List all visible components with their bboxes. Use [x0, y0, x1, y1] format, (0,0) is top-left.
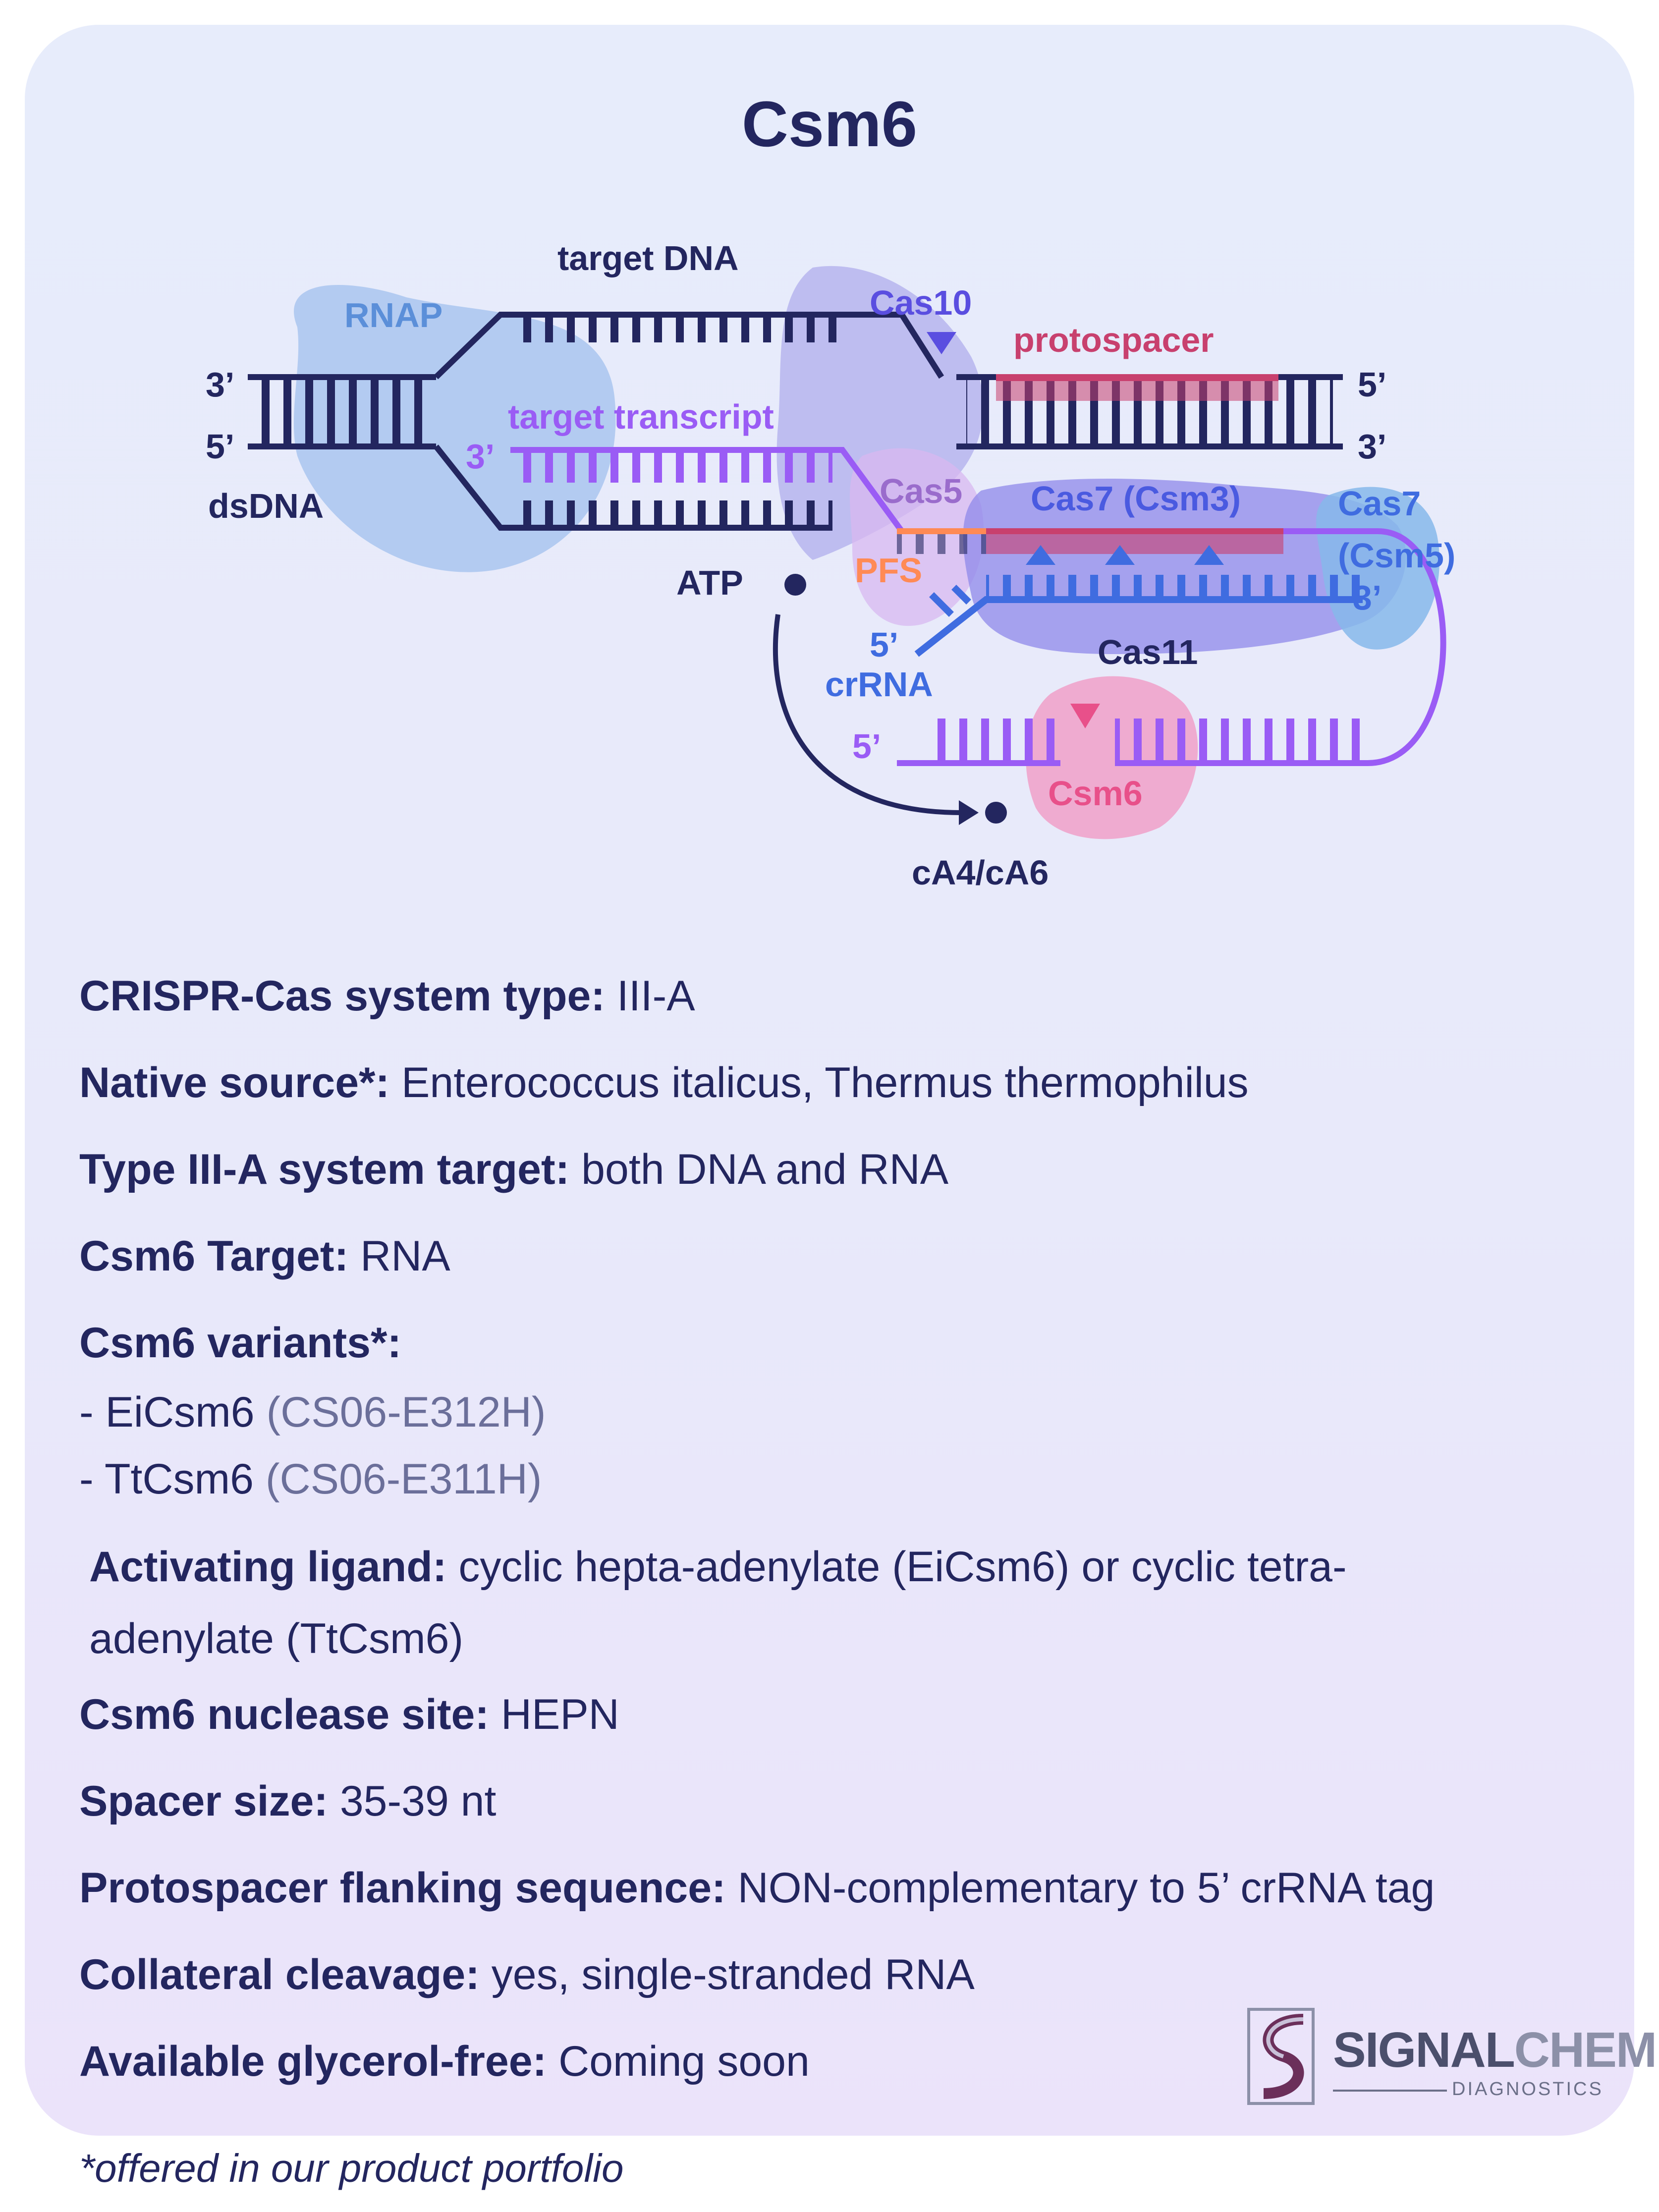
rnap-label: RNAP [344, 296, 442, 334]
ca-dot [985, 802, 1007, 824]
csm6-blob [1026, 676, 1198, 839]
right-3prime-label: 3’ [1358, 427, 1386, 466]
csm6-label: Csm6 [1048, 774, 1143, 813]
right-5prime-label: 5’ [1358, 365, 1386, 404]
property-glycerol-free: Available glycerol-free: Coming soon [79, 2038, 810, 2085]
logo-subtitle: DIAGNOSTICS [1452, 2079, 1604, 2100]
property-system-target: Type III-A system target: both DNA and R… [79, 1146, 949, 1193]
page-title: Csm6 [741, 88, 918, 160]
left-3prime-label: 3’ [206, 365, 234, 404]
crrna-label: crRNA [825, 665, 933, 704]
property-native-source: Native source*: Enterococcus italicus, T… [79, 1059, 1249, 1106]
property-spacer-size: Spacer size: 35-39 nt [79, 1777, 497, 1825]
rnap-blob [293, 285, 616, 572]
cas7-label: Cas7 [1338, 484, 1421, 523]
left-5prime-label: 5’ [206, 427, 234, 466]
dsdna-label: dsDNA [208, 487, 324, 525]
protospacer-label: protospacer [1013, 321, 1214, 359]
variant-item: - TtCsm6 (CS06-E311H) [79, 1455, 542, 1503]
crrna-3prime-label: 3’ [1353, 578, 1382, 617]
logo-word-1: SIGNAL [1333, 2022, 1515, 2078]
csm5-label: (Csm5) [1338, 536, 1455, 575]
ca4-ca6-label: cA4/cA6 [912, 853, 1049, 892]
footnote: *offered in our product portfolio [79, 2146, 624, 2190]
logo-word-2: CHEM [1514, 2022, 1657, 2078]
cas5-label: Cas5 [880, 472, 962, 510]
property-nuclease-site: Csm6 nuclease site: HEPN [79, 1691, 619, 1738]
property-activating-ligand: Activating ligand: cyclic hepta-adenylat… [89, 1543, 1347, 1662]
transcript-3prime-label: 3’ [466, 437, 495, 476]
cas10-label: Cas10 [870, 283, 972, 322]
csm6-cleavage-triangle [1070, 704, 1100, 728]
property-pfs: Protospacer flanking sequence: NON-compl… [79, 1864, 1435, 1912]
atp-to-ca-arrow [773, 614, 962, 815]
cas7-csm5-blob [1316, 487, 1440, 650]
crrna-5prime-label: 5’ [870, 625, 898, 664]
cas10-cleavage-triangle [927, 332, 956, 354]
property-csm6-variants: Csm6 variants*: [79, 1319, 402, 1367]
atp-label: ATP [676, 563, 743, 602]
cas7-cleavage-triangle-1 [1026, 545, 1055, 565]
cas7-cleavage-triangle-3 [1194, 545, 1224, 565]
cas7-backbone-blob [963, 479, 1406, 654]
csm6-mechanism-diagram: RNAP target DNA Cas10 protospacer 3’ 5’ … [206, 239, 1455, 892]
target-dna-label: target DNA [557, 239, 739, 277]
atp-dot [784, 574, 806, 596]
rna-5prime-label: 5’ [852, 727, 881, 766]
property-csm6-target: Csm6 Target: RNA [79, 1232, 450, 1280]
signalchem-logo-mark-icon [1247, 2008, 1315, 2105]
cas7-cleavage-triangle-2 [1105, 545, 1135, 565]
target-transcript-label: target transcript [508, 397, 774, 436]
variant-item: - EiCsm6 (CS06-E312H) [79, 1388, 546, 1436]
cas7-csm3-label: Cas7 (Csm3) [1031, 479, 1241, 518]
property-collateral-cleavage: Collateral cleavage: yes, single-strande… [79, 1951, 975, 1998]
property-system-type: CRISPR-Cas system type: III-A [79, 972, 695, 1020]
signalchem-logo: SIGNALCHEM DIAGNOSTICS [1244, 2004, 1657, 2118]
pfs-label: PFS [855, 551, 922, 590]
cas11-label: Cas11 [1098, 633, 1198, 671]
